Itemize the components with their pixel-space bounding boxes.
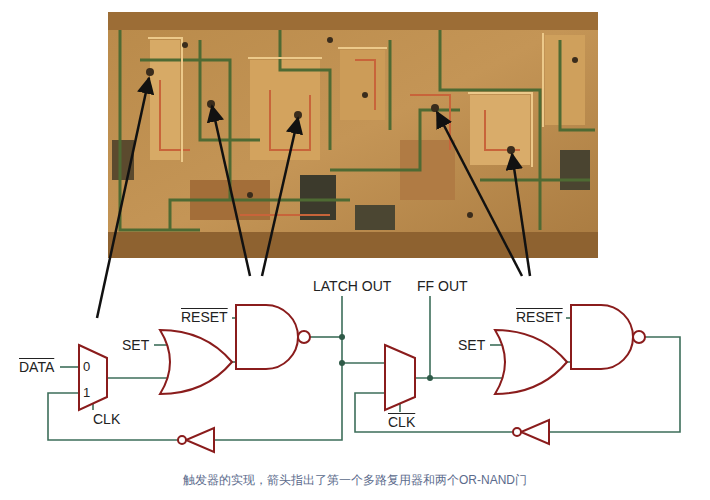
contact (146, 68, 154, 76)
wire (310, 336, 342, 338)
nand-gate (571, 305, 633, 369)
mux-input-number: 1 (83, 386, 90, 400)
die-band (108, 12, 598, 30)
pointer-arrow (262, 118, 298, 276)
signal-label: SET (458, 337, 485, 353)
or-gate (495, 330, 567, 394)
signal-label: CLK (93, 411, 120, 427)
pointer-arrow (97, 78, 149, 318)
contact (467, 212, 473, 218)
trace (560, 40, 595, 130)
contact (247, 192, 253, 198)
trace (389, 40, 392, 130)
mux-input-number: 0 (83, 360, 90, 374)
signal-label: RESET (516, 309, 563, 325)
trace (440, 30, 540, 230)
signal-label: DATA (19, 359, 54, 375)
contact (431, 104, 439, 112)
signal-label: SET (122, 337, 149, 353)
metal-region (340, 50, 385, 120)
contact (507, 146, 515, 154)
metal-region (250, 60, 320, 160)
junction-dot (427, 375, 433, 381)
trace (410, 95, 450, 150)
trace (240, 214, 330, 216)
trace (160, 80, 190, 150)
mux-box: 01 (78, 345, 108, 410)
wire (60, 366, 78, 368)
wire (399, 404, 401, 412)
die-photo (108, 12, 598, 258)
diffusion-traces (160, 60, 520, 215)
pointer-arrow (212, 106, 250, 276)
pointer-arrow (437, 112, 522, 276)
trace (468, 93, 532, 167)
wire (48, 393, 178, 440)
trace (270, 90, 310, 150)
junction-dot (339, 334, 345, 340)
trace (280, 30, 330, 150)
trace (542, 33, 544, 127)
die-ground (108, 12, 598, 258)
trace (248, 57, 322, 59)
wire (342, 362, 385, 364)
wire (92, 404, 94, 410)
signal-label: LATCH OUT (313, 278, 391, 294)
contact (362, 92, 368, 98)
logic-gates (160, 305, 645, 452)
nand-gate (236, 305, 298, 369)
inverter-symbol (521, 420, 549, 444)
trace (200, 40, 260, 140)
wire (108, 377, 171, 379)
mux-symbol (385, 345, 415, 410)
trace (338, 47, 387, 49)
metal-edges (148, 33, 543, 167)
figure-caption: 触发器的实现，箭头指出了第一个多路复用器和两个OR-NAND门 (0, 472, 710, 488)
signal-label: RESET (181, 309, 228, 325)
pointer-arrows (97, 78, 530, 318)
contact (294, 111, 302, 119)
contacts (146, 37, 578, 218)
contact (182, 42, 188, 48)
trace (355, 60, 375, 110)
signal-label: FF OUT (417, 278, 468, 294)
trace (170, 200, 350, 230)
or-gate (160, 330, 232, 394)
metal-region (470, 95, 530, 165)
poly-traces (120, 30, 595, 230)
trace (480, 179, 590, 182)
trace (148, 38, 182, 162)
signal-label: CLK (388, 414, 415, 430)
pointer-arrow (512, 154, 530, 276)
mux-outline (78, 345, 108, 410)
dark-region (300, 175, 336, 220)
inverter-symbol (186, 428, 214, 452)
dark-region (355, 205, 395, 230)
inversion-bubble (513, 428, 521, 436)
contact (572, 57, 578, 63)
trace (485, 110, 520, 150)
inversion-bubble (178, 436, 186, 444)
dark-region (560, 150, 590, 190)
metal-region (150, 40, 180, 160)
inversion-bubble (633, 331, 645, 343)
mux-symbol (79, 345, 107, 410)
junction-dot (339, 360, 345, 366)
wire (214, 296, 342, 440)
wires (48, 296, 680, 440)
contact (327, 37, 333, 43)
inversion-bubble (298, 331, 310, 343)
wire (355, 393, 513, 432)
metal-region (545, 35, 585, 125)
wire (429, 296, 431, 378)
